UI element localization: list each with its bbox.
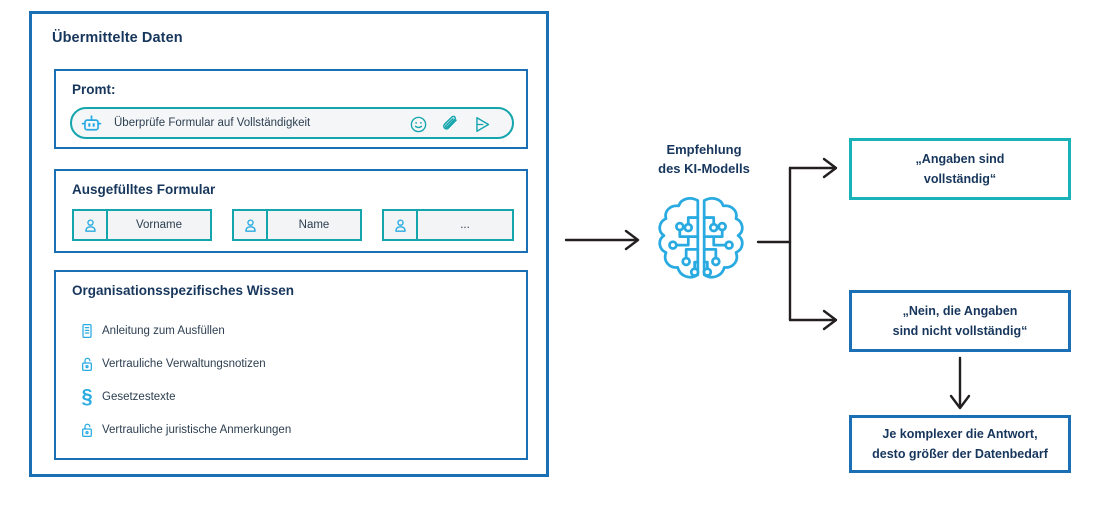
form-field-label: Vorname [108, 211, 210, 239]
model-label-line1: Empfehlung [666, 142, 742, 157]
prompt-card: Promt: Überprüfe Formular auf Vollständi… [54, 69, 528, 149]
answer-line1: „Angaben sind [915, 152, 1005, 166]
person-icon [384, 211, 418, 239]
model-recommendation-label: Empfehlung des KI-Modells [634, 141, 774, 179]
model-label-line2: des KI-Modells [658, 160, 750, 176]
prompt-input-bar[interactable]: Überprüfe Formular auf Vollständigkeit [70, 107, 514, 139]
smiley-icon[interactable] [409, 115, 428, 134]
answer-line1: „Nein, die Angaben [902, 304, 1018, 318]
knowledge-list: Anleitung zum Ausfüllen Vertrauliche Ver… [72, 314, 502, 446]
submitted-data-panel: Übermittelte Daten Promt: Überprüfe Form… [29, 11, 549, 477]
robot-icon [81, 114, 102, 135]
form-field-more[interactable]: ... [382, 209, 514, 241]
list-item-label: Anleitung zum Ausfüllen [102, 324, 225, 337]
paperclip-icon[interactable] [441, 115, 460, 134]
arrow-model-split [756, 157, 838, 331]
arrow-to-conclusion [949, 356, 971, 410]
unlocked-padlock-icon [72, 422, 102, 438]
form-card-title: Ausgefülltes Formular [72, 182, 216, 197]
form-field-name[interactable]: Name [232, 209, 362, 241]
filled-form-card: Ausgefülltes Formular Vorname Name [54, 169, 528, 253]
list-item[interactable]: § Gesetzestexte [72, 380, 502, 413]
list-item-label: Vertrauliche Verwaltungsnotizen [102, 357, 266, 370]
form-field-label: ... [418, 211, 512, 239]
arrow-panel-to-model [564, 229, 640, 251]
ai-brain-icon [648, 190, 754, 296]
list-item[interactable]: Vertrauliche juristische Anmerkungen [72, 413, 502, 446]
list-item[interactable]: Anleitung zum Ausfüllen [72, 314, 502, 347]
form-field-label: Name [268, 211, 360, 239]
list-item-label: Vertrauliche juristische Anmerkungen [102, 423, 292, 436]
conclusion-line1: Je komplexer die Antwort, [882, 427, 1038, 441]
knowledge-card-title: Organisationsspezifisches Wissen [72, 283, 294, 298]
send-icon[interactable] [473, 115, 492, 134]
answer-box-incomplete: „Nein, die Angaben sind nicht vollständi… [849, 290, 1071, 352]
answer-box-complete: „Angaben sind vollständig“ [849, 138, 1071, 200]
list-item-label: Gesetzestexte [102, 390, 176, 403]
prompt-text: Überprüfe Formular auf Vollständigkeit [114, 117, 311, 129]
document-icon [72, 323, 102, 339]
conclusion-line2: desto größer der Datenbedarf [872, 447, 1048, 461]
list-item[interactable]: Vertrauliche Verwaltungsnotizen [72, 347, 502, 380]
form-field-vorname[interactable]: Vorname [72, 209, 212, 241]
answer-line2: sind nicht vollständig“ [892, 324, 1028, 338]
person-icon [234, 211, 268, 239]
page-title: Übermittelte Daten [52, 30, 183, 46]
conclusion-box: Je komplexer die Antwort, desto größer d… [849, 415, 1071, 473]
unlocked-padlock-icon [72, 356, 102, 372]
organisational-knowledge-card: Organisationsspezifisches Wissen Anleitu… [54, 270, 528, 460]
prompt-card-title: Promt: [72, 82, 116, 97]
person-icon [74, 211, 108, 239]
section-sign-icon: § [81, 385, 93, 408]
answer-line2: vollständig“ [923, 172, 997, 186]
